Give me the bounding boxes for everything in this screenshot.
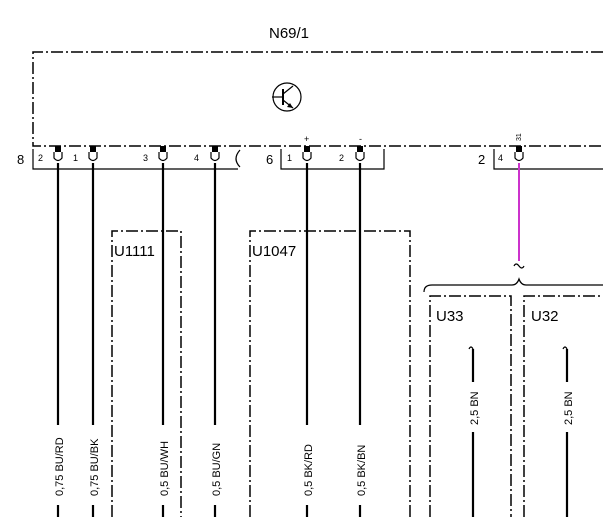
unit-group-bracket xyxy=(423,277,603,293)
pin-receptacles xyxy=(53,146,524,162)
unit-box-u1047 xyxy=(249,230,411,517)
component-housing xyxy=(32,51,603,147)
unit-box-u32 xyxy=(523,295,603,517)
unit-name: U33 xyxy=(436,308,464,325)
wire-label: 2,5 BN xyxy=(469,391,481,425)
pin-number: 2 xyxy=(38,153,43,163)
wire-label: 0,5 BU/GN xyxy=(211,443,223,496)
connector-number: 2 xyxy=(478,152,485,167)
wire-bk-rd: 0,5 BK/RD xyxy=(303,163,315,517)
wire-label: 0,75 BU/BK xyxy=(89,438,101,496)
wire-bu-rd: 0,75 BU/RD xyxy=(54,163,66,517)
pin-number: 1 xyxy=(73,153,78,163)
pin-number: 3 xyxy=(143,153,148,163)
component-name: N69/1 xyxy=(269,25,309,42)
connector-shell xyxy=(493,149,603,170)
pin-number: 4 xyxy=(498,153,503,163)
wire-bu-wh: 0,5 BU/WH xyxy=(159,163,171,517)
wire-bu-gn: 0,5 BU/GN xyxy=(211,163,223,517)
wire-highlight xyxy=(513,163,525,269)
wire-bn-u32: 2,5 BN xyxy=(562,346,575,517)
unit-name: U1047 xyxy=(252,243,296,260)
pin-polarity: + xyxy=(304,134,309,144)
wire-label: 0,5 BK/RD xyxy=(303,444,315,496)
unit-name: U32 xyxy=(531,308,559,325)
wire-bn-u33: 2,5 BN xyxy=(468,346,481,517)
wire-bu-bk: 0,75 BU/BK xyxy=(89,163,101,517)
unit-box-u1111 xyxy=(111,230,182,517)
pin-number: 1 xyxy=(287,153,292,163)
pin-label: 31 xyxy=(516,133,523,141)
wire-label: 0,75 BU/RD xyxy=(54,437,66,496)
pin-polarity: - xyxy=(359,134,362,144)
wire-bk-bn: 0,5 BK/BN xyxy=(356,163,368,517)
transistor-icon xyxy=(272,82,302,112)
connector-shell xyxy=(280,149,385,170)
pin-number: 2 xyxy=(339,153,344,163)
connector-shell xyxy=(32,149,238,170)
unit-name: U1111 xyxy=(114,243,155,260)
connector-number: 8 xyxy=(17,152,24,167)
connector-number: 6 xyxy=(266,152,273,167)
wire-label: 0,5 BK/BN xyxy=(356,445,368,496)
wire-label: 0,5 BU/WH xyxy=(159,441,171,496)
pin-number: 4 xyxy=(194,153,199,163)
connector-end-bracket xyxy=(235,149,241,168)
unit-box-u33 xyxy=(429,295,512,517)
wire-label: 2,5 BN xyxy=(563,391,575,425)
